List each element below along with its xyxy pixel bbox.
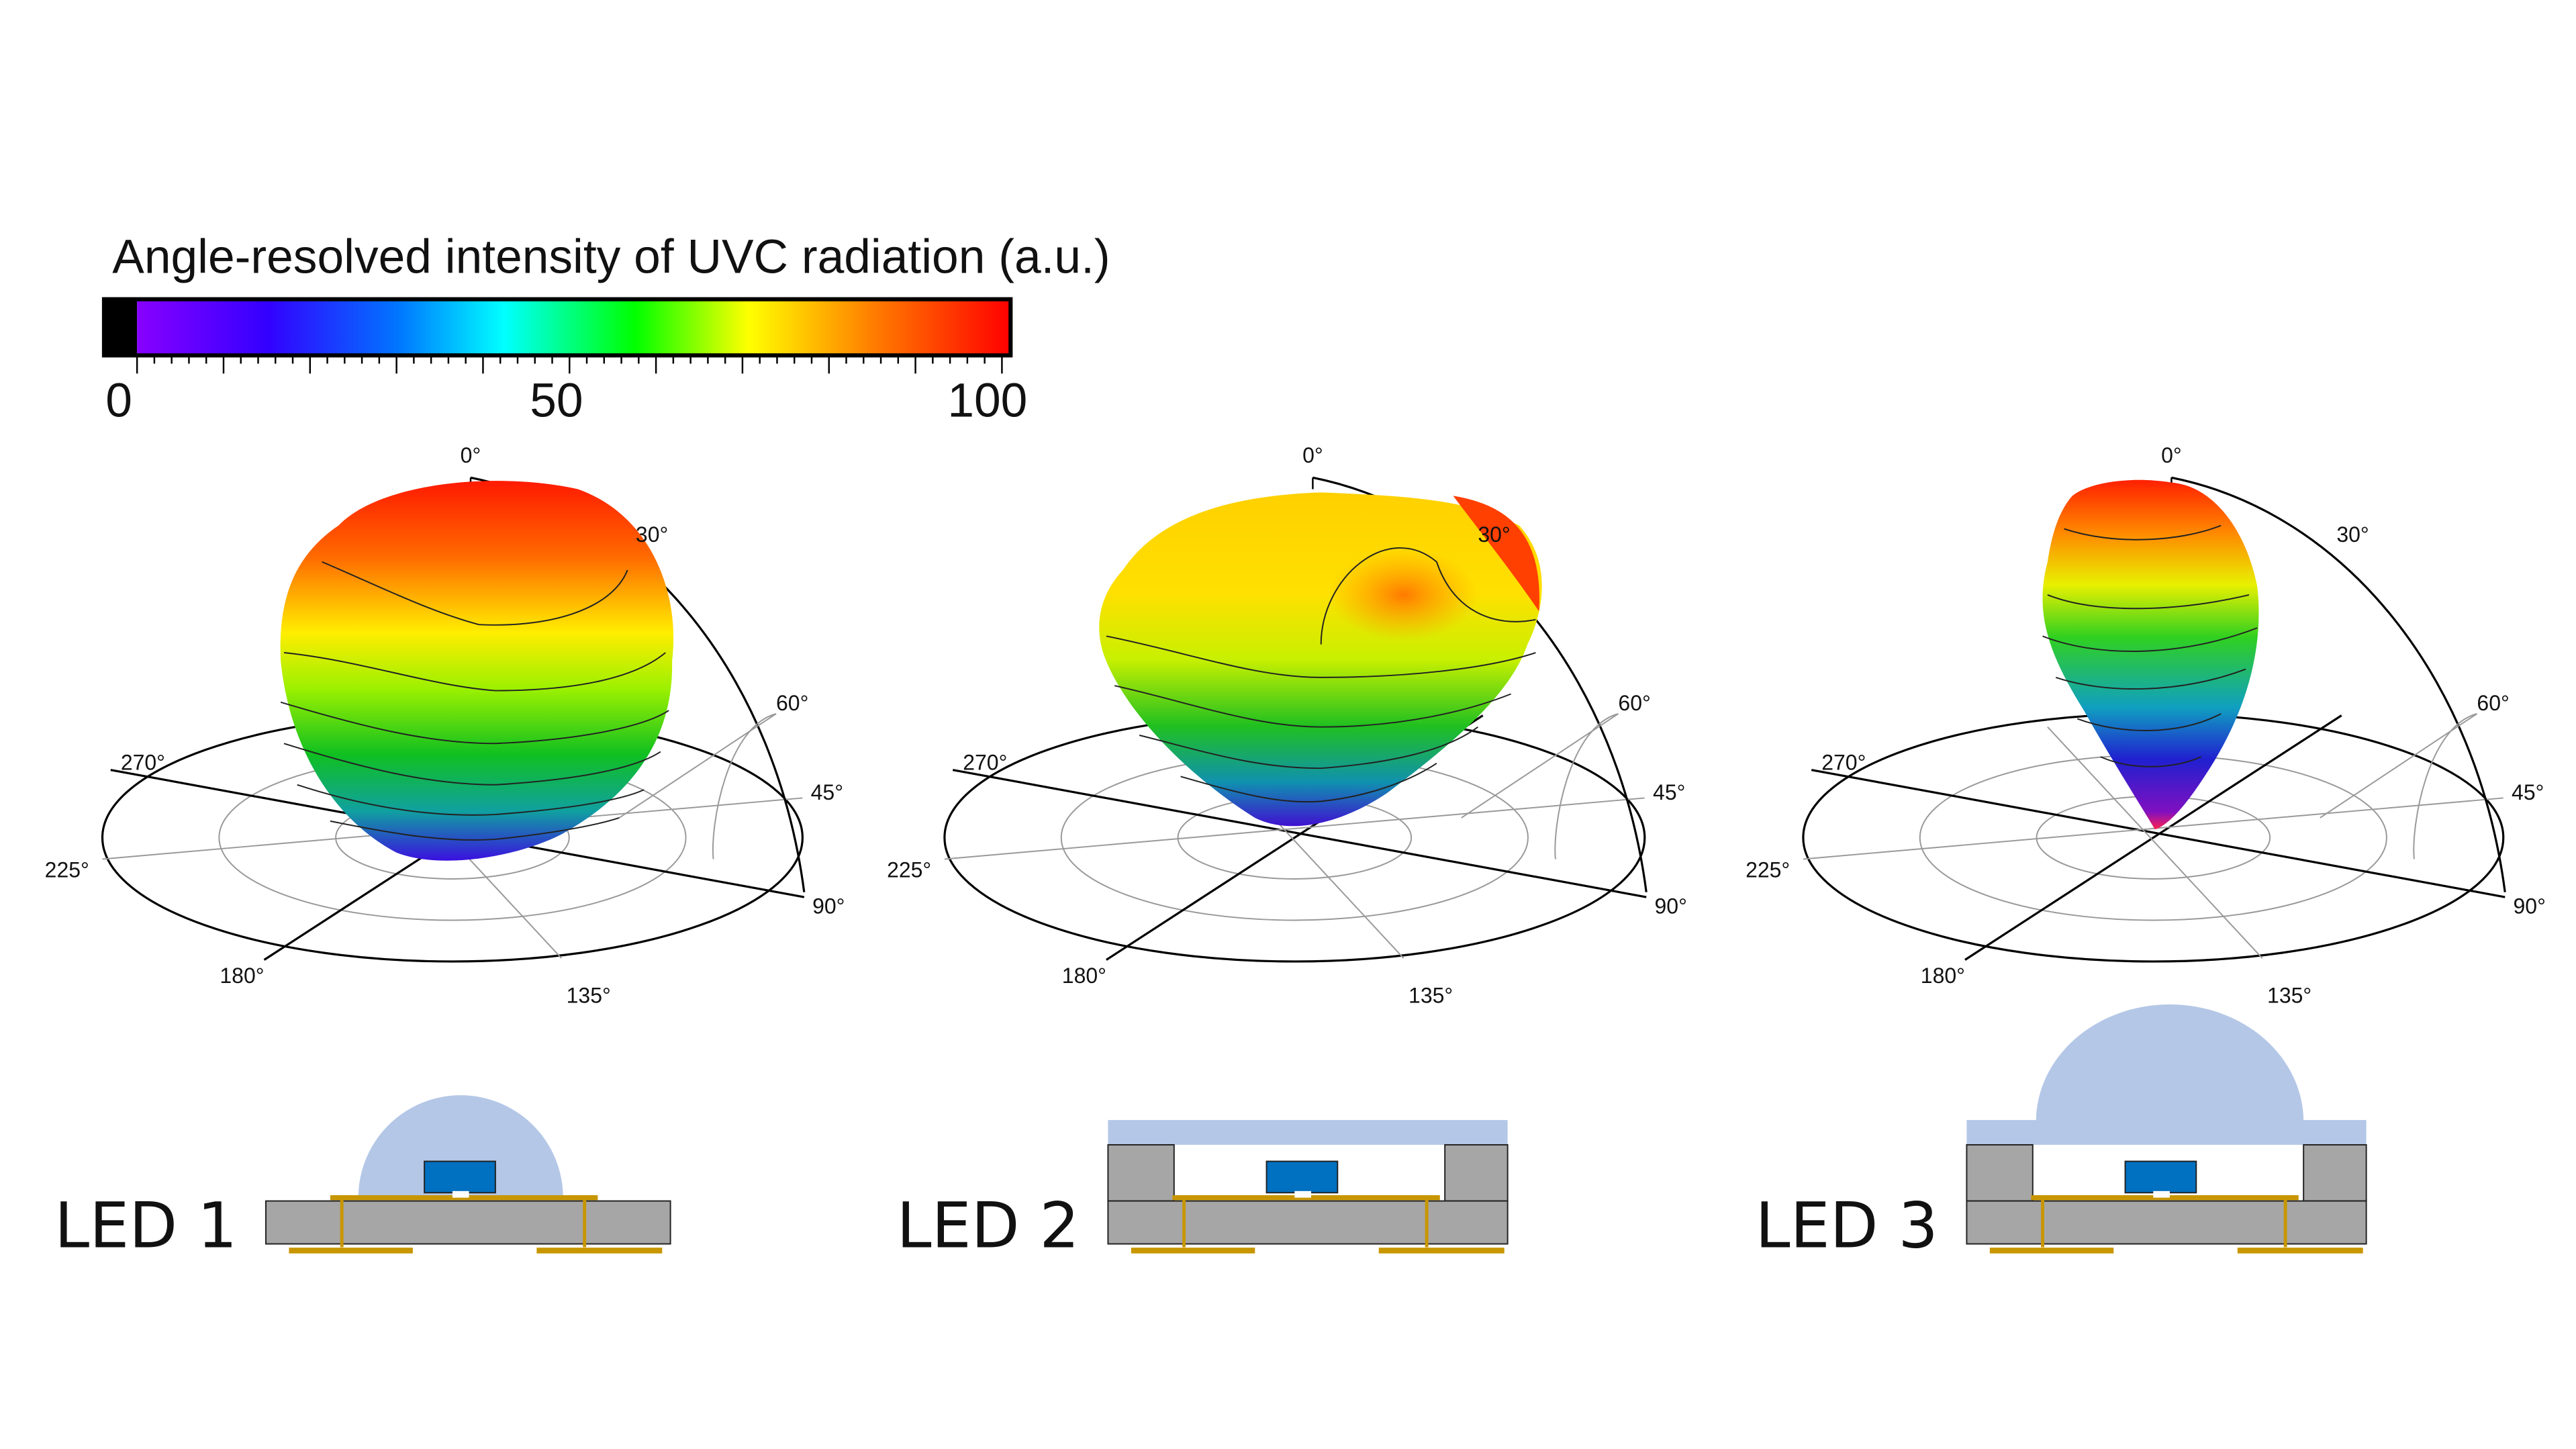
dome-lens	[358, 1095, 563, 1198]
window-plate	[1108, 1120, 1508, 1145]
label-azimuth-90: 90°	[1655, 894, 1687, 919]
intensity-surface	[280, 481, 674, 861]
radiation-pattern-2	[1099, 492, 1542, 827]
label-elevation-30: 30°	[1478, 522, 1510, 547]
label-elevation-0: 0°	[1302, 443, 1323, 467]
contour-line	[283, 743, 661, 786]
contour-line	[322, 561, 628, 626]
contour-line	[297, 784, 645, 816]
led-label: LED 3	[1756, 1189, 1938, 1262]
label-azimuth-270: 270°	[121, 751, 165, 775]
contour-line	[283, 652, 666, 692]
label-azimuth-180: 180°	[1062, 964, 1106, 988]
label-azimuth-225: 225°	[887, 858, 931, 882]
label-elevation-0: 0°	[461, 443, 481, 467]
label-azimuth-225: 225°	[45, 858, 89, 882]
label-elevation-0: 0°	[2161, 443, 2182, 467]
substrate	[1107, 1200, 1509, 1245]
colorbar-frame	[101, 297, 1013, 358]
polar-plot-led-2: 0° 30° 60° 270° 225° 180° 135° 90° 45°	[887, 443, 1687, 1007]
intensity-surface	[2042, 479, 2259, 830]
intensity-hotspot	[1453, 496, 1539, 612]
label-azimuth-135: 135°	[567, 983, 611, 1007]
label-azimuth-180: 180°	[220, 964, 264, 988]
axis-225-45	[1803, 797, 2503, 860]
colorbar-tick-label: 100	[947, 373, 1027, 427]
label-azimuth-135: 135°	[2267, 983, 2311, 1007]
colorbar-zero-segment	[103, 299, 138, 356]
led-package-1: LED 1	[54, 1095, 671, 1262]
label-elevation-60: 60°	[1618, 691, 1650, 715]
contour-line	[2064, 524, 2222, 541]
contour-line	[1180, 762, 1437, 803]
led-chip	[1266, 1160, 1339, 1194]
contour-line	[2100, 756, 2202, 767]
chip-gap	[2153, 1190, 2170, 1198]
led-package-2: LED 2	[897, 1120, 1509, 1262]
colorbar-tick-label: 0	[105, 373, 132, 427]
dome-lens	[2036, 1004, 2304, 1122]
label-elevation-30: 30°	[2336, 522, 2369, 547]
chip-gap	[1294, 1190, 1311, 1198]
substrate	[1966, 1200, 2367, 1245]
label-azimuth-45: 45°	[1653, 780, 1685, 804]
package-wall	[1966, 1143, 2034, 1202]
led-label: LED 2	[897, 1189, 1080, 1262]
polar-plot-led-3: 0° 30° 60° 270° 225° 180° 135° 90° 45°	[1746, 443, 2546, 1007]
package-wall	[1444, 1143, 1509, 1202]
led-package-3: LED 3	[1756, 1004, 2367, 1262]
label-azimuth-45: 45°	[2512, 780, 2544, 804]
led-chip	[424, 1160, 496, 1194]
polar-plot-led-1: 0° 30° 60° 270° 225° 180° 135° 90° 45°	[45, 443, 845, 1007]
colorbar-minor-ticks	[136, 355, 1003, 374]
label-elevation-30: 30°	[636, 522, 668, 547]
label-azimuth-270: 270°	[963, 751, 1007, 775]
colorbar-tick-label: 50	[530, 373, 583, 427]
label-azimuth-90: 90°	[2514, 894, 2546, 919]
contour-line	[280, 701, 669, 745]
contour-line	[2055, 668, 2246, 690]
label-elevation-60: 60°	[2477, 691, 2509, 715]
contour-line	[2042, 627, 2258, 653]
axis-180-0	[1964, 714, 2342, 961]
contour-line	[1139, 726, 1478, 769]
elevation-grid	[1554, 713, 1619, 859]
contour-line	[1114, 685, 1511, 728]
contour-line	[1106, 635, 1536, 678]
label-azimuth-45: 45°	[811, 780, 843, 804]
colorbar: Angle-resolved intensity of UVC radiatio…	[101, 230, 1110, 427]
intensity-surface	[1099, 492, 1542, 827]
label-azimuth-90: 90°	[812, 894, 845, 919]
label-azimuth-135: 135°	[1409, 983, 1453, 1007]
contour-line	[2047, 594, 2250, 610]
colorbar-title: Angle-resolved intensity of UVC radiatio…	[112, 230, 1110, 283]
contour-line	[1320, 547, 1536, 645]
chip-gap	[452, 1190, 469, 1198]
substrate	[265, 1200, 671, 1245]
led-chip	[2124, 1160, 2197, 1194]
label-azimuth-225: 225°	[1746, 858, 1790, 882]
axis-135-315	[2047, 727, 2263, 959]
package-wall	[2303, 1143, 2367, 1202]
label-azimuth-180: 180°	[1921, 964, 1965, 988]
colorbar-gradient	[137, 299, 1011, 356]
led-label: LED 1	[54, 1189, 237, 1262]
axis-225-45	[944, 797, 1645, 860]
package-wall	[1107, 1143, 1175, 1202]
radiation-pattern-1	[280, 481, 674, 861]
elevation-grid	[2413, 713, 2477, 859]
contour-line	[2077, 713, 2222, 731]
contour-line	[330, 817, 620, 841]
label-elevation-60: 60°	[776, 691, 808, 715]
label-azimuth-270: 270°	[1821, 751, 1866, 775]
radiation-pattern-3	[2042, 479, 2259, 830]
elevation-grid	[712, 713, 777, 859]
window-plate	[1966, 1120, 2367, 1145]
elevation-arc	[2171, 476, 2506, 892]
